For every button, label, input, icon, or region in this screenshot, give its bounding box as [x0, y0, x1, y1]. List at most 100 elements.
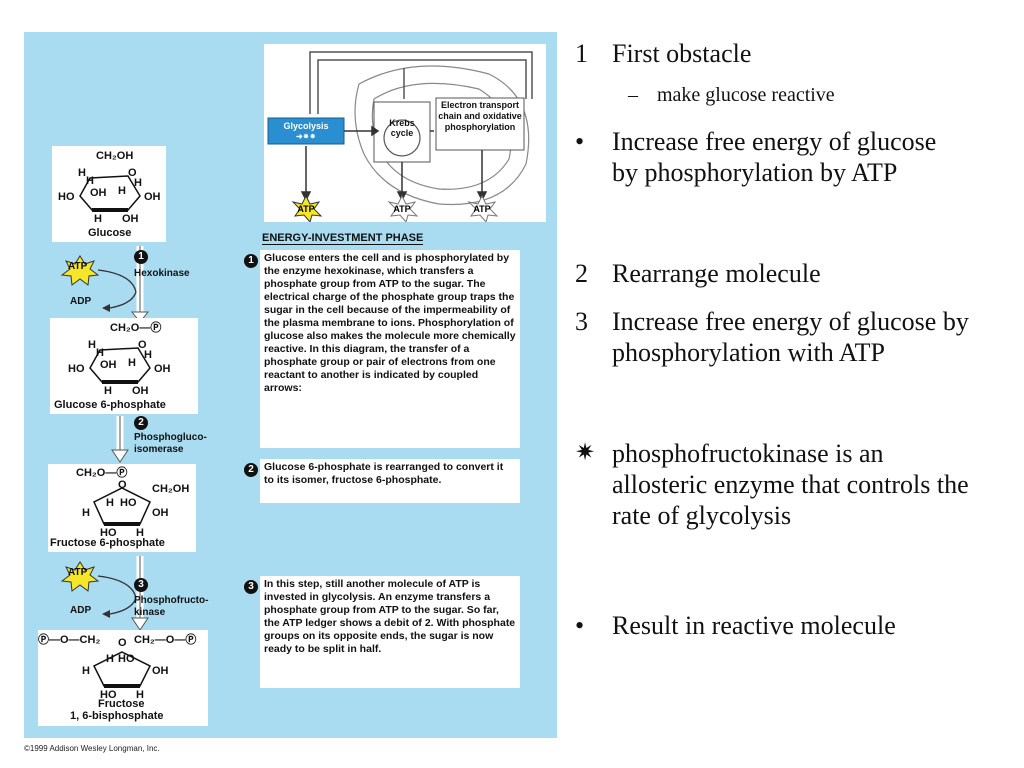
- note-marker: 3: [575, 307, 588, 336]
- note-item: ✷ phosphofructokinase is an allosteric e…: [575, 438, 1015, 531]
- note-text: Result in reactive molecule: [612, 611, 896, 640]
- pathway-overview: Glycolysis ➜⁕⁕ Krebs cycle Electron tran…: [264, 44, 546, 222]
- f6p-row: O: [118, 479, 127, 491]
- note-marker: •: [575, 127, 585, 156]
- g6p-top: CH₂O—Ⓟ: [110, 322, 162, 334]
- f16bp-row: H: [136, 689, 144, 701]
- glucose-row: OH: [90, 187, 107, 199]
- f16bp-row: HO: [118, 653, 135, 665]
- glucose-row: O: [128, 167, 137, 179]
- f16bp-row: H: [82, 665, 90, 677]
- copyright: ©1999 Addison Wesley Longman, Inc.: [24, 744, 160, 753]
- note-item: • Increase free energy of glucose by pho…: [575, 126, 1015, 188]
- phase-title: ENERGY-INVESTMENT PHASE: [262, 232, 424, 245]
- f16bp-name-line2: 1, 6-bisphosphate: [70, 710, 164, 722]
- note-marker: –: [628, 84, 638, 106]
- f6p-top: CH₂O—Ⓟ: [76, 467, 128, 479]
- g6p-row: H: [96, 347, 104, 359]
- step2-text-box: Glucose 6-phosphate is rearranged to con…: [260, 459, 520, 503]
- step1-atp: ATP: [68, 261, 88, 272]
- f6p-name: Fructose 6-phosphate: [50, 537, 165, 549]
- atp-label-2: ATP: [393, 204, 411, 214]
- step3-text-number: 3: [244, 580, 258, 594]
- step3-adp: ADP: [70, 605, 92, 616]
- glucose-box: CH₂OH H H O H OH H HO OH H OH Glucose: [52, 146, 166, 242]
- atp-star-icon: [387, 194, 419, 222]
- g6p-row: H: [144, 349, 152, 361]
- note-subitem: – make glucose reactive: [628, 84, 835, 107]
- atp-label-1: ATP: [297, 204, 315, 214]
- step3-enzyme-line2: kinase: [134, 607, 166, 618]
- note-marker: ✷: [575, 440, 596, 466]
- f16bp-top-right: CH₂—O—Ⓟ: [134, 634, 197, 646]
- g6p-row: OH: [154, 363, 171, 375]
- step1-adp: ADP: [70, 296, 92, 307]
- step3-enzyme-line1: Phosphofructo-: [134, 595, 209, 606]
- step2-arrow: [111, 416, 129, 463]
- note-marker: 1: [575, 39, 588, 68]
- step3-text: In this step, still another molecule of …: [264, 578, 516, 655]
- krebs-label: Krebs cycle: [389, 118, 415, 138]
- f6p-row: H: [106, 497, 114, 509]
- g6p-row: H: [88, 339, 96, 351]
- step3-text-box: In this step, still another molecule of …: [260, 576, 520, 688]
- step3-arrow: [60, 556, 149, 631]
- glucose-top: CH₂OH: [96, 150, 134, 162]
- f16bp-box: Ⓟ—O—CH₂ O CH₂—O—Ⓟ H HO H OH HO H Fructos…: [38, 630, 208, 726]
- f16bp-top-mid: O: [118, 637, 127, 649]
- g6p-row: OH: [132, 385, 149, 397]
- glucose-row: OH: [122, 213, 139, 225]
- atp-star-icon: [467, 194, 499, 222]
- atp-star-icon: [60, 255, 100, 286]
- note-text: Rearrange molecule: [612, 259, 821, 288]
- step1-enzyme: Hexokinase: [134, 268, 190, 279]
- note-text: First obstacle: [612, 39, 752, 68]
- atp-star-icon: [291, 194, 323, 222]
- atp-star-icon: [60, 561, 100, 592]
- step1-number: 1: [134, 250, 148, 264]
- step3-atp: ATP: [68, 567, 88, 578]
- step2-enzyme-line1: Phosphogluco-: [134, 432, 207, 443]
- step3-number: 3: [134, 578, 148, 592]
- g6p-row: H: [104, 385, 112, 397]
- glucose-row: OH: [144, 191, 161, 203]
- f16bp-ring: [92, 651, 152, 688]
- g6p-row: H: [128, 357, 136, 369]
- glucose-row: HO: [58, 191, 75, 203]
- g6p-row: O: [138, 339, 147, 351]
- pathway-loop-arrows: [309, 51, 533, 114]
- glucose-row: H: [78, 167, 86, 179]
- f6p-row: OH: [152, 507, 169, 519]
- step1-text-number: 1: [244, 254, 258, 268]
- f6p-row: CH₂OH: [152, 483, 190, 495]
- glucose-row: H: [94, 213, 102, 225]
- note-item: • Result in reactive molecule: [575, 610, 1015, 641]
- glucose-row: H: [86, 175, 94, 187]
- f6p-row: H: [82, 507, 90, 519]
- note-text: Increase free energy of glucose by phosp…: [612, 307, 969, 367]
- g6p-box: CH₂O—Ⓟ H H O H OH H HO OH H OH Glucose 6…: [50, 318, 198, 414]
- note-marker: •: [575, 611, 585, 640]
- g6p-row: HO: [68, 363, 85, 375]
- atp-label-3: ATP: [473, 204, 491, 214]
- glucose-name: Glucose: [88, 227, 132, 239]
- f6p-row: H: [136, 527, 144, 539]
- f6p-ring: [93, 487, 151, 526]
- note-item: 2 Rearrange molecule: [575, 258, 1015, 289]
- step2-enzyme-line2: isomerase: [134, 444, 184, 455]
- g6p-ring: [89, 347, 151, 384]
- step1-text-box: Glucose enters the cell and is phosphory…: [260, 250, 520, 448]
- note-text: Increase free energy of glucose by phosp…: [612, 127, 937, 187]
- g6p-row: OH: [100, 359, 117, 371]
- f16bp-name-line1: Fructose: [98, 698, 145, 710]
- step1-text: Glucose enters the cell and is phosphory…: [264, 252, 516, 394]
- f16bp-top-left: Ⓟ—O—CH₂: [38, 634, 101, 646]
- glycolysis-figure: Glycolysis ➜⁕⁕ Krebs cycle Electron tran…: [24, 32, 557, 738]
- f6p-row: HO: [120, 497, 137, 509]
- glucose-row: H: [118, 185, 126, 197]
- note-marker: 2: [575, 259, 588, 288]
- step2-number: 2: [134, 416, 148, 430]
- f16bp-row: H: [106, 653, 114, 665]
- krebs-cycle-icon: [383, 119, 421, 157]
- note-item: 1 First obstacle: [575, 38, 1015, 69]
